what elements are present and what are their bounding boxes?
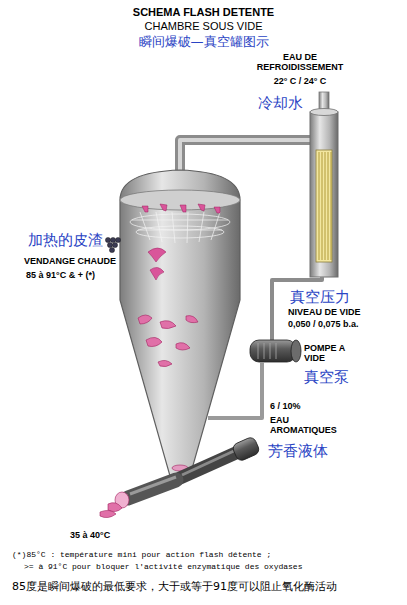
vacuum-level-chinese: 真空压力 [290,288,350,306]
aromatic-water-chinese: 芳香液体 [268,442,328,460]
temperature-label: 22° C / 24° C [255,76,345,87]
cooling-water-chinese: 冷却水 [258,94,303,112]
diagram-title: SCHEMA FLASH DETENTE [0,6,407,19]
footnote-chinese: 85度是瞬间爆破的最低要求，大于或等于91度可以阻止氧化酶活动 [12,580,337,593]
hot-harvest-chinese: 加热的皮渣 [28,231,103,249]
subtitle-chinese: 瞬间爆破—真空罐图示 [0,34,407,50]
vacuum-pump-label: POMPE A VIDE [304,343,356,364]
pressure-value: 0,050 / 0,075 b.a. [288,319,359,330]
subtitle: CHAMBRE SOUS VIDE [0,20,407,33]
vacuum-pump-chinese: 真空泵 [304,368,349,386]
temperature-label: 85 à 91°C & + (*) [26,270,95,281]
cooling-water-label: EAU DE REFROIDISSEMENT [250,52,350,73]
footnote: (*)85°C : température mini pour action f… [12,550,271,560]
footnote: >= à 91°C pour bloquer l'activité enzyma… [24,562,302,572]
hot-harvest-label: VENDANGE CHAUDE [24,256,116,267]
vacuum-level-label: NIVEAU DE VIDE [288,307,361,318]
percentage-label: 6 / 10% [270,401,301,412]
output-temperature-label: 35 à 40°C [70,530,110,541]
aromatic-water-label: EAU AROMATIQUES [270,415,345,436]
